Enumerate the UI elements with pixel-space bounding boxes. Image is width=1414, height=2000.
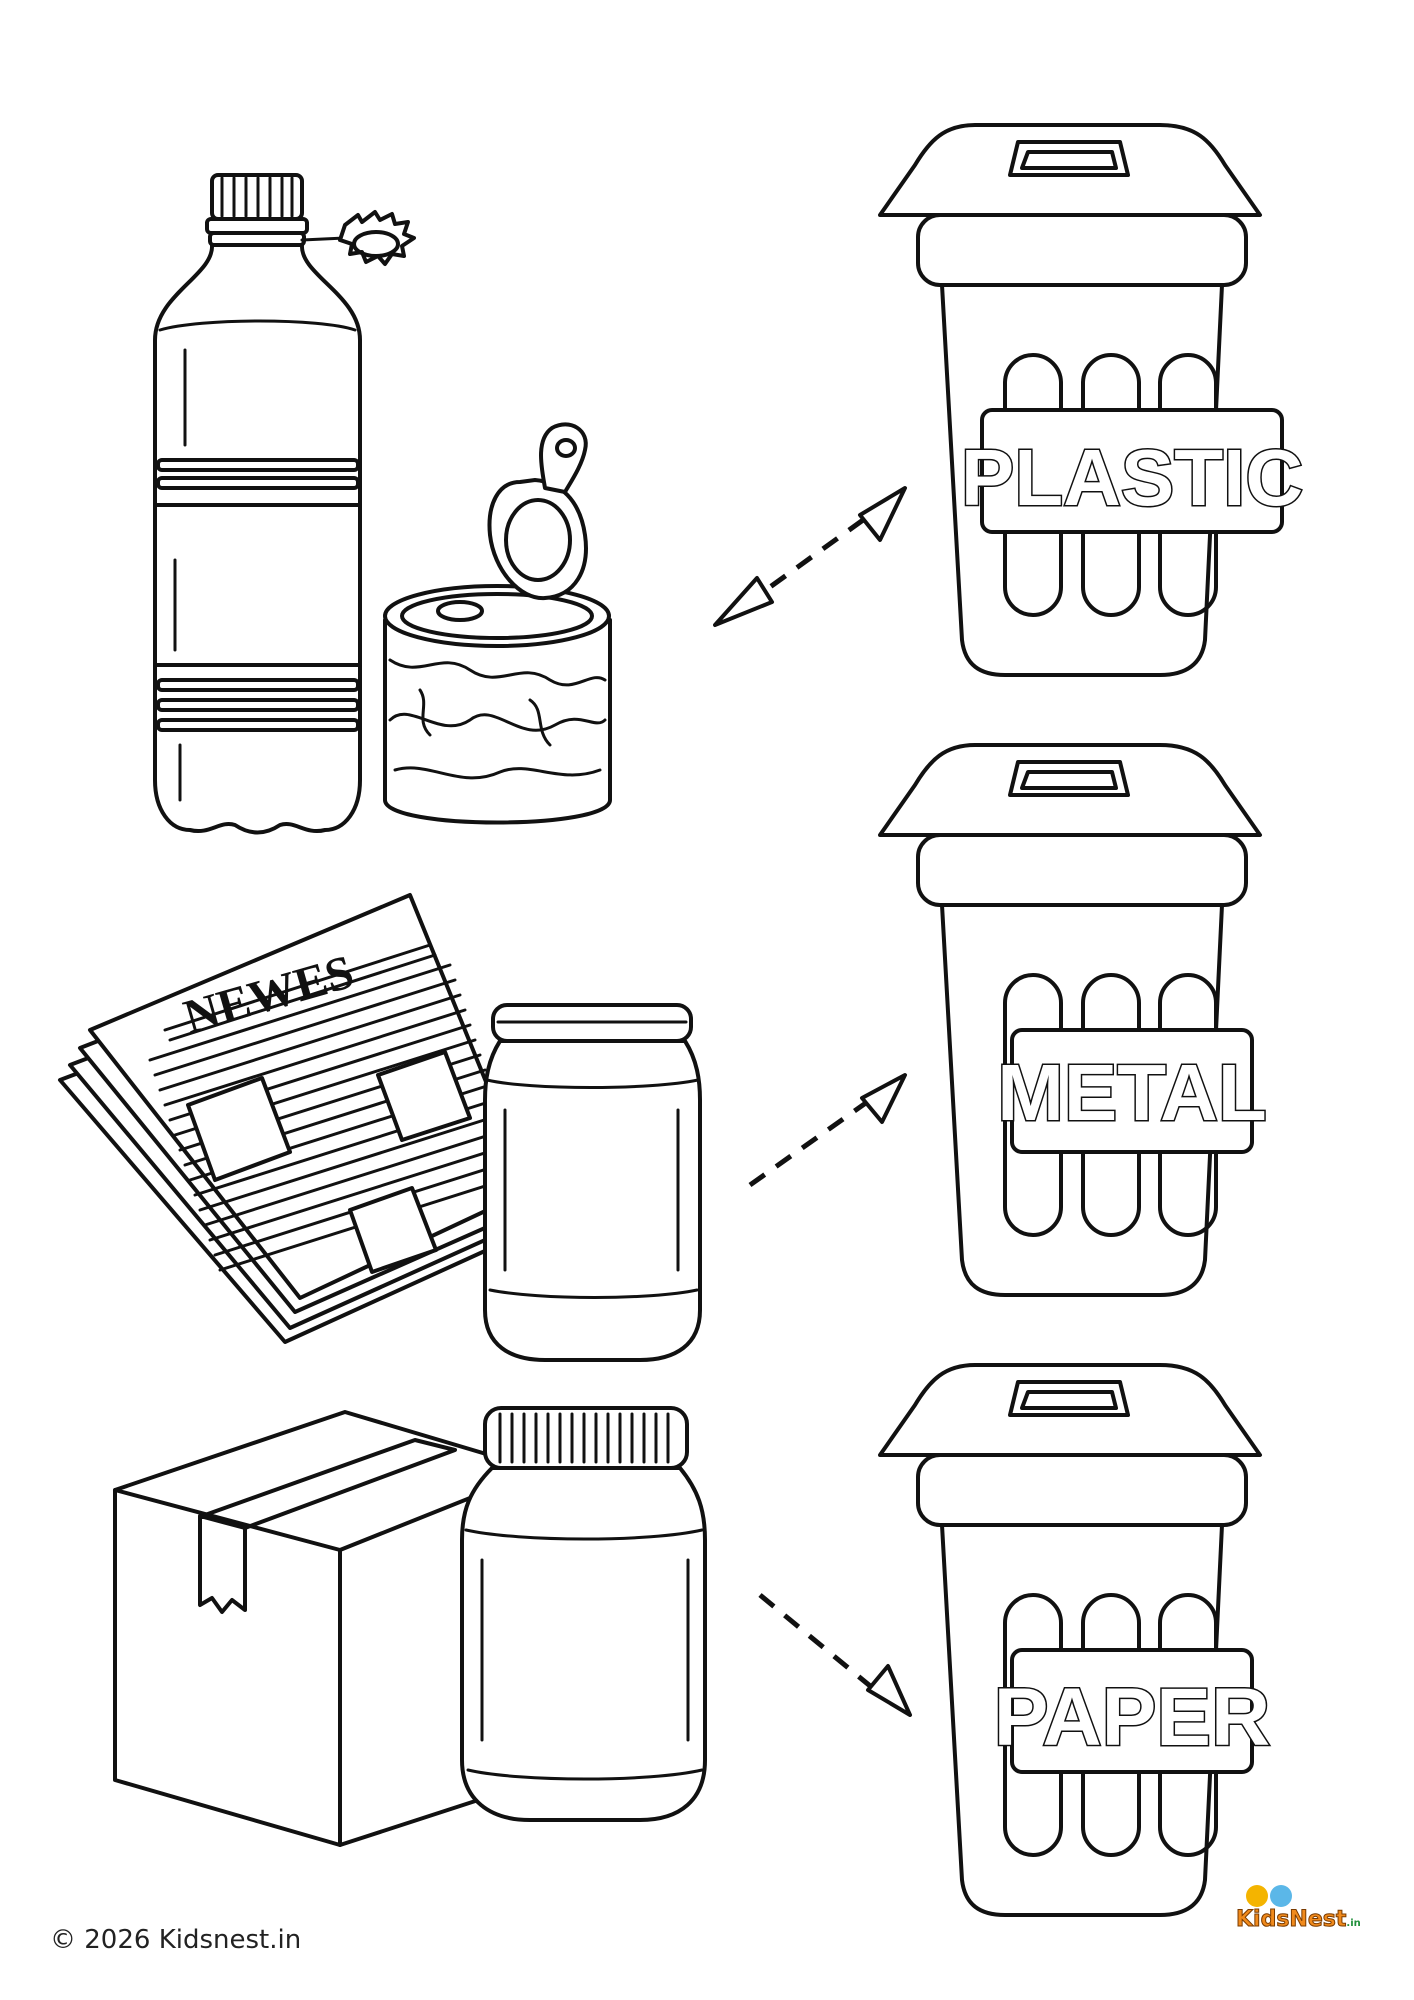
bin-label-plastic: PLASTIC [961,433,1303,522]
arrow-metal [748,1073,907,1188]
glass-jar-illustration [483,1003,702,1362]
bin-label-paper: PAPER [994,1672,1270,1763]
plastic-bottle-illustration [153,173,416,835]
bird-icon [1270,1885,1292,1907]
arrow-paper [758,1593,912,1717]
arrow-double-plastic [713,486,907,627]
cardboard-box-illustration [113,1410,542,1847]
logo-wordmark: KidsNest.in [1235,1907,1361,1933]
bin-metal: METAL [878,743,1268,1297]
bin-plastic: PLASTIC [878,123,1305,677]
bin-paper: PAPER [878,1363,1272,1917]
kidsnest-logo: KidsNest.in [1235,1885,1366,1945]
newspaper-illustration: NEWES [58,893,532,1344]
copyright-text: © 2026 Kidsnest.in [50,1925,302,1955]
bin-label-metal: METAL [997,1048,1267,1137]
tin-can-illustration [383,422,612,825]
bird-icon [1246,1885,1268,1907]
glass-jar-with-lid-illustration [460,1406,707,1822]
